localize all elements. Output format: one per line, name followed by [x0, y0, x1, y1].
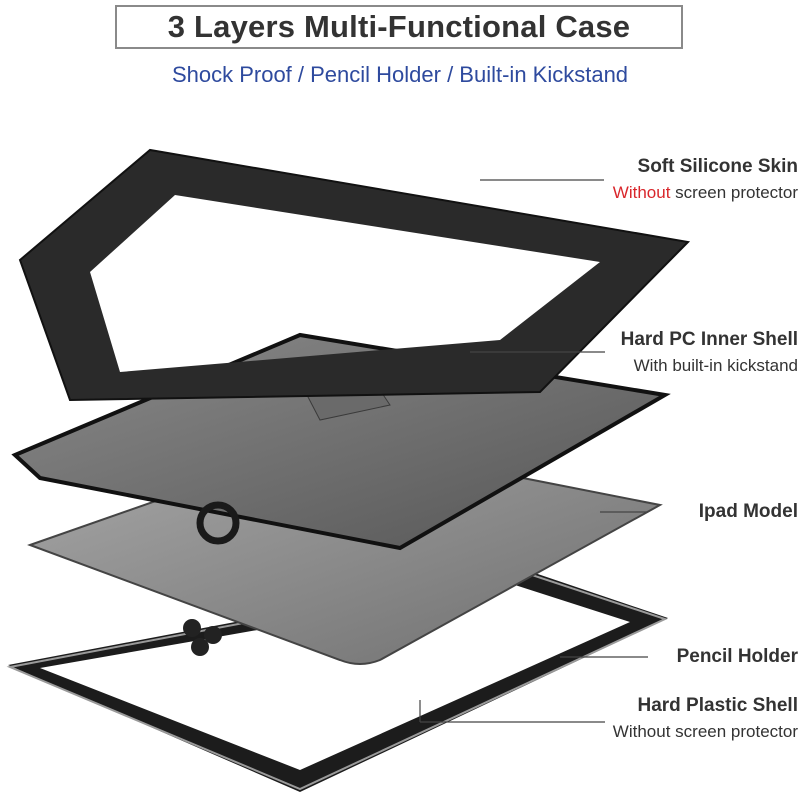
label-title: Hard Plastic Shell	[637, 695, 798, 716]
label-pencil-holder: Pencil Holder	[677, 646, 798, 668]
label-title: Hard PC Inner Shell	[620, 329, 798, 350]
label-title: Pencil Holder	[676, 646, 798, 667]
label-hard-pc-inner-shell: Hard PC Inner Shell With built-in kickst…	[621, 329, 798, 376]
sub-rest-text: screen protector	[670, 183, 798, 202]
subtitle: Shock Proof / Pencil Holder / Built-in K…	[171, 62, 629, 87]
label-title: Ipad Model	[698, 501, 798, 522]
label-ipad-model: Ipad Model	[699, 501, 798, 523]
title-box: 3 Layers Multi-Functional Case	[115, 5, 683, 49]
label-sub: Without screen protector	[612, 722, 798, 741]
soft-silicone-skin	[18, 148, 691, 402]
page-title: 3 Layers Multi-Functional Case	[167, 9, 631, 44]
highlight-text: Without	[612, 183, 671, 202]
label-soft-silicone-skin: Soft Silicone Skin Without screen protec…	[613, 156, 798, 203]
label-sub: With built-in kickstand	[633, 356, 798, 375]
leader-lines	[419, 179, 648, 723]
label-hard-plastic-shell: Hard Plastic Shell Without screen protec…	[613, 695, 798, 742]
label-sub: Without screen protector	[613, 183, 798, 203]
label-title: Soft Silicone Skin	[637, 156, 798, 177]
